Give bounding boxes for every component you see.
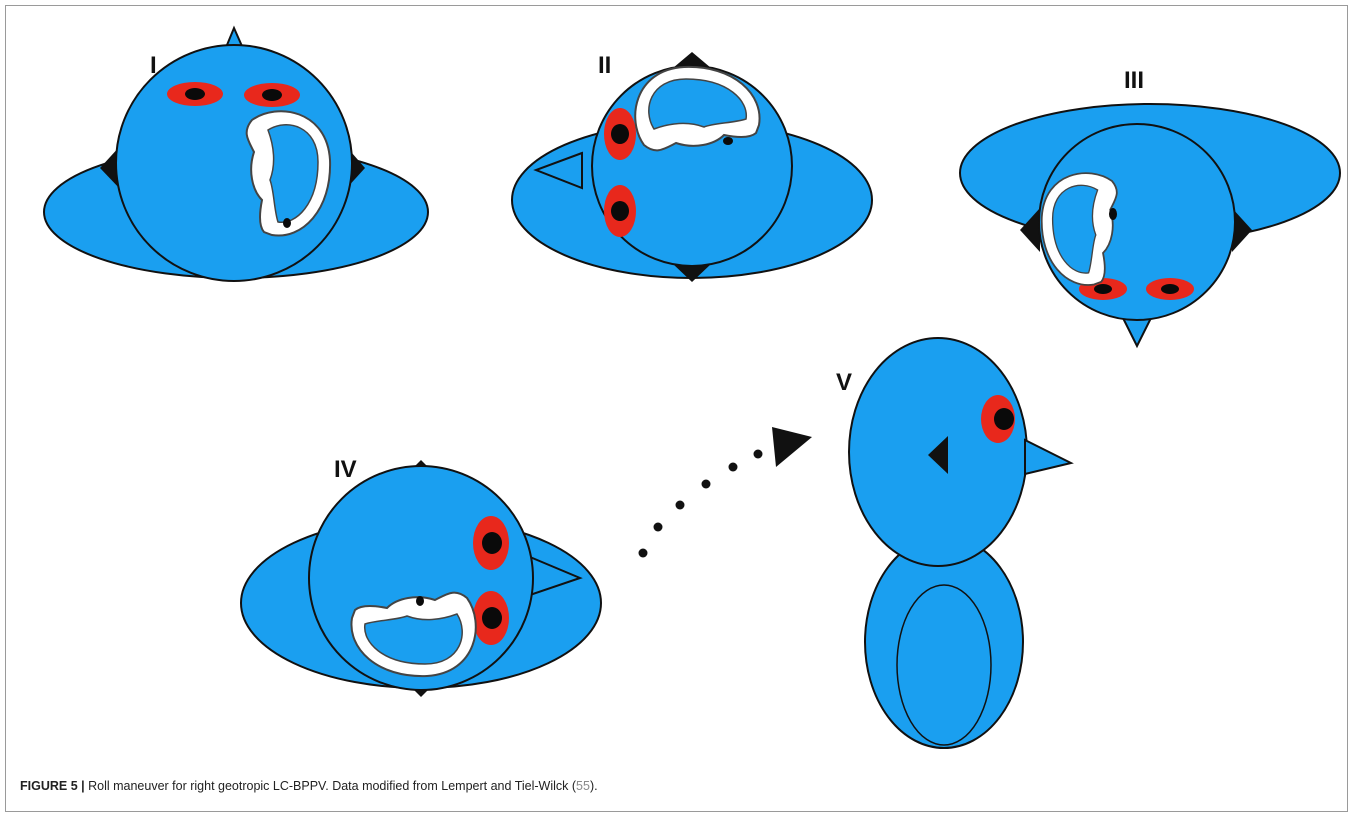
panel-v-nose bbox=[1024, 438, 1074, 476]
panel-iii-label: III bbox=[1124, 67, 1144, 94]
panel-i: I bbox=[43, 25, 429, 282]
panel-ii-top-marker bbox=[673, 52, 711, 68]
panel-iv-upper-pupil bbox=[482, 532, 502, 554]
panel-v-arm bbox=[896, 584, 992, 746]
panel-i-left-pupil bbox=[185, 88, 205, 100]
caption-text: Roll maneuver for right geotropic LC-BPP… bbox=[84, 779, 577, 793]
panel-iii-right-pupil bbox=[1161, 284, 1179, 294]
panel-ii-label: II bbox=[598, 52, 611, 79]
panel-ii-upper-pupil bbox=[611, 124, 629, 144]
arrow-dot bbox=[653, 522, 663, 532]
panel-iii-right-ear-marker bbox=[1232, 208, 1252, 252]
panel-v-ear-marker bbox=[928, 436, 948, 474]
panel-ii-otolith bbox=[723, 137, 733, 145]
panel-v-pupil bbox=[994, 408, 1014, 430]
panel-iv-otolith bbox=[416, 596, 424, 606]
panel-iv: IV bbox=[240, 456, 602, 697]
arrow-head bbox=[772, 427, 812, 467]
panel-iii-left-pupil bbox=[1094, 284, 1112, 294]
figure-caption: FIGURE 5 | Roll maneuver for right geotr… bbox=[20, 779, 1320, 793]
arrow-dot bbox=[701, 479, 711, 489]
panel-ii: II bbox=[511, 52, 873, 282]
caption-text-end: ). bbox=[589, 779, 598, 793]
arrow-dot bbox=[753, 449, 763, 459]
panel-iv-lower-pupil bbox=[482, 607, 502, 629]
panel-iii-otolith bbox=[1109, 208, 1117, 220]
panel-ii-lower-pupil bbox=[611, 201, 629, 221]
panel-v-label: V bbox=[836, 369, 852, 396]
panel-ii-nose bbox=[533, 151, 583, 190]
arrow-dot bbox=[728, 462, 738, 472]
panel-i-otolith bbox=[283, 218, 291, 228]
caption-figure-number: FIGURE 5 | bbox=[20, 779, 85, 793]
arrow-dot bbox=[675, 500, 685, 510]
panel-i-label: I bbox=[150, 52, 157, 79]
panel-iii: III bbox=[959, 67, 1341, 349]
panel-iv-label: IV bbox=[334, 456, 357, 483]
panel-v: V bbox=[836, 337, 1074, 749]
panel-i-right-pupil bbox=[262, 89, 282, 101]
caption-reference-link[interactable]: 55 bbox=[576, 779, 590, 793]
transition-dotted-arrow bbox=[638, 427, 812, 558]
arrow-dot bbox=[638, 548, 648, 558]
panel-ii-bottom-marker bbox=[673, 264, 711, 282]
panel-iii-left-ear-marker bbox=[1020, 208, 1040, 252]
